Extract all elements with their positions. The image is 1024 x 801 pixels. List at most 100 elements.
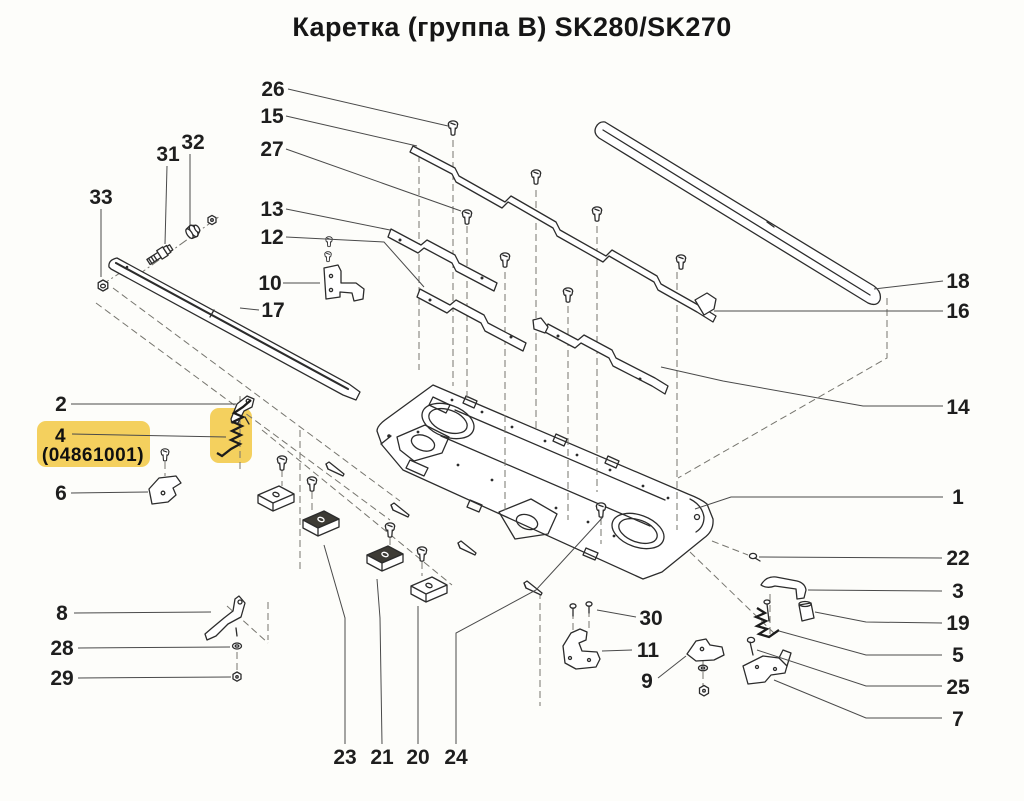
callout-6: 6: [55, 482, 149, 505]
part-number-label: 1: [952, 486, 964, 509]
callout-15: 15: [260, 105, 418, 147]
part-number-label: 5: [952, 644, 964, 667]
part-number-label: 25: [946, 676, 970, 699]
part-number-label: 3: [952, 580, 964, 603]
callout-26: 26: [261, 78, 449, 127]
part-number-label: 2: [55, 393, 67, 416]
callout-25: 25: [756, 649, 970, 699]
screws-30-drawing: [569, 601, 593, 617]
leader-line: [285, 148, 462, 212]
cap-19-drawing: [798, 600, 815, 622]
wheel-32-drawing: [185, 224, 201, 240]
part-number-label: 27: [260, 138, 283, 161]
main-plate-drawing: [376, 384, 714, 580]
leader-line: [694, 496, 943, 510]
part-number-label: 8: [56, 602, 68, 625]
callout-11: 11: [601, 639, 660, 662]
part-number-label: 32: [181, 131, 204, 154]
part-number-label: 14: [946, 396, 970, 419]
bolt-31-drawing: [146, 244, 174, 266]
bracket-6-drawing: [148, 475, 182, 505]
part-number-label: 31: [156, 143, 180, 166]
callout-12: 12: [260, 226, 425, 288]
spring-4-drawing: [216, 399, 252, 458]
part-number-label: 33: [89, 186, 112, 209]
bar-13-drawing: [387, 228, 498, 292]
part-number-label: 9: [641, 670, 653, 693]
part-number-label: 28: [50, 637, 74, 660]
leader-line: [73, 611, 212, 614]
part-number-label: 13: [260, 198, 283, 221]
part-number-label: 29: [50, 667, 73, 690]
bracket-11-drawing: [562, 628, 601, 670]
callout-30: 30: [596, 607, 663, 630]
callout-33: 33: [89, 186, 113, 277]
part-number-label: 20: [406, 746, 429, 769]
callout-29: 29: [50, 667, 232, 690]
callout-24: 24: [444, 516, 604, 769]
part-number-label: 15: [260, 105, 284, 128]
highlight-part-box: [210, 408, 252, 463]
highlighted-part-leader: [71, 433, 227, 438]
leader-line: [758, 556, 943, 559]
bracket-9-drawing: [686, 638, 725, 697]
leader-line: [807, 589, 943, 592]
part-number-label: 19: [946, 612, 969, 635]
callout-5: 5: [778, 630, 964, 667]
leader-line: [77, 646, 231, 649]
leader-line: [376, 578, 383, 745]
callout-13: 13: [260, 198, 391, 231]
screw-25-drawing: [746, 636, 756, 656]
part-number-label: 10: [258, 272, 281, 295]
callout-19: 19: [814, 611, 970, 635]
leader-line: [660, 366, 943, 407]
pad-blocks-drawing: [257, 485, 448, 603]
highlighted-part-number: 4: [55, 426, 66, 447]
bracket-10-drawing: [323, 264, 365, 302]
leader-line: [873, 280, 944, 290]
lever-8-drawing: [204, 595, 246, 641]
leader-line: [657, 655, 687, 679]
callout-17: 17: [239, 299, 285, 322]
leader-line: [239, 307, 260, 311]
callout-1: 1: [694, 486, 964, 510]
callout-31: 31: [156, 143, 180, 245]
callout-18: 18: [873, 270, 970, 293]
callout-9: 9: [641, 655, 687, 693]
leader-line: [773, 679, 942, 719]
bar-12-drawing: [416, 288, 527, 352]
callout-21: 21: [370, 578, 394, 769]
callout-28: 28: [50, 637, 231, 660]
lever-3-drawing: [760, 576, 807, 622]
leader-line: [601, 649, 633, 652]
callout-27: 27: [260, 138, 462, 212]
small-nut-drawing: [207, 214, 217, 226]
highlight-label-box: [37, 421, 150, 467]
leader-line: [285, 236, 425, 288]
callout-7: 7: [773, 679, 964, 731]
screw-22-drawing: [748, 552, 761, 562]
spring-5-drawing: [753, 607, 780, 639]
part-number-label: 30: [639, 607, 662, 630]
part-number-label: 7: [952, 708, 964, 731]
leader-line: [285, 208, 391, 231]
leader-line: [756, 649, 942, 687]
leader-line: [778, 630, 942, 656]
part-number-label: 26: [261, 78, 284, 101]
callout-32: 32: [181, 131, 205, 225]
callout-23: 23: [323, 544, 357, 769]
leader-line: [77, 676, 232, 679]
callout-14: 14: [660, 366, 970, 419]
leader-line: [596, 609, 637, 618]
rail-16-end-drawing: [694, 292, 717, 316]
rail-17-drawing: [108, 257, 361, 401]
callout-2: 2: [55, 393, 236, 416]
leader-line: [455, 516, 604, 744]
bar-14-drawing: [532, 317, 669, 395]
highlighted-part-code: (04861001): [42, 445, 144, 466]
part-number-label: 11: [637, 639, 660, 662]
part-number-label: 18: [946, 270, 970, 293]
